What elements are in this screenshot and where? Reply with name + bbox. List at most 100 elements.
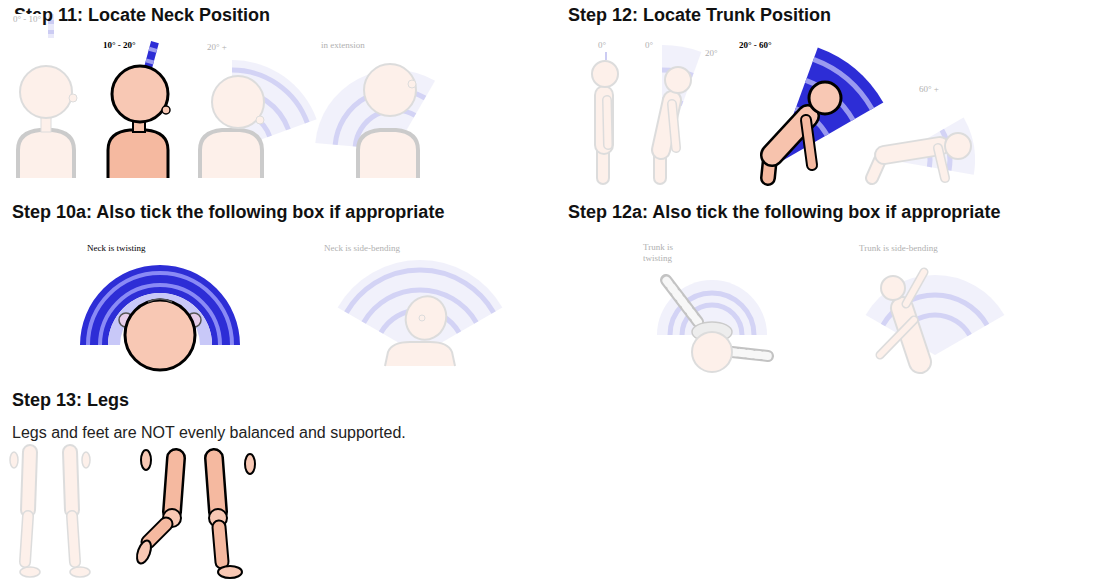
neck-20-plus-figure-part [200, 130, 262, 178]
legs-balanced-figure-part [28, 452, 30, 510]
legs-unbalanced-figure-part [219, 527, 222, 562]
trunk-twisting-figure-part [732, 352, 768, 356]
legs-balanced-figure-part [70, 452, 72, 510]
neck-extension-figure-part [408, 80, 416, 88]
step-heading: Step 13: Legs [12, 390, 129, 412]
neck-side-bending-figure-part [338, 260, 503, 355]
neck-0-10-figure-part [18, 130, 74, 178]
trunk-side-bending-figure [866, 272, 1005, 362]
trunk-side-bending-figure-part [906, 272, 924, 304]
trunk-twisting-figure-part [692, 332, 732, 372]
legs-balanced-figure-part [25, 516, 28, 562]
trunk-20-60-figure-part [809, 82, 841, 114]
trunk-0-figure-part [592, 61, 618, 87]
legs-unbalanced-figure-part [245, 454, 255, 474]
angle-label: 20° [704, 48, 719, 59]
trunk-0-20-figure [660, 45, 701, 178]
option-label: Neck is twisting [86, 243, 147, 254]
neck-20-plus-figure-part [212, 76, 264, 128]
neck-10-20-figure-part-part [148, 47, 157, 53]
legs-unbalanced-figure-part [218, 566, 242, 578]
trunk-twisting-figure-part [732, 352, 768, 356]
trunk-0-figure-part [607, 100, 608, 145]
legs-unbalanced-figure-part [172, 458, 176, 512]
trunk-twisting-figure [657, 280, 768, 372]
legs-balanced-figure-part [72, 516, 75, 562]
legs-balanced-figure-part [72, 516, 75, 562]
option-label: Trunk is side-bending [858, 243, 939, 254]
neck-twisting-figure-part [148, 299, 172, 302]
neck-20-plus-figure [200, 60, 317, 178]
trunk-60-plus-figure [872, 118, 975, 179]
trunk-side-bending-figure-part [881, 276, 905, 300]
neck-20-plus-figure-part [256, 116, 264, 124]
legs-unbalanced-figure-part [172, 458, 176, 512]
step-heading: Step 10a: Also tick the following box if… [12, 202, 444, 224]
angle-label: 60° + [918, 84, 940, 95]
legs-unbalanced-figure-part [214, 458, 218, 512]
legs-balanced-figure-part [25, 516, 28, 562]
angle-label: 10° - 20° [102, 40, 137, 51]
angle-label: 20° - 60° [738, 40, 773, 51]
step-heading: Step 12a: Also tick the following box if… [568, 202, 1000, 224]
neck-10-20-figure-part [162, 106, 170, 114]
neck-extension-figure-part [358, 130, 418, 178]
neck-10-20-figure-part-part [145, 58, 154, 64]
trunk-0-figure-part [607, 100, 608, 145]
trunk-60-plus-figure-part [884, 146, 940, 155]
trunk-twisting-figure-part [666, 280, 698, 322]
trunk-60-plus-figure-part [945, 133, 971, 159]
trunk-0-20-figure-part [672, 104, 676, 148]
neck-0-10-figure-part [69, 94, 77, 102]
legs-balanced-figure-part [28, 452, 30, 510]
legs-unbalanced-figure-part [214, 458, 218, 512]
neck-10-20-figure-part [108, 130, 168, 178]
angle-label: 0° - 10° [12, 14, 42, 25]
legs-balanced-figure-part [70, 452, 72, 510]
neck-extension-figure [315, 64, 435, 178]
legs-balanced-figure-part [10, 452, 18, 468]
neck-twisting-figure [80, 265, 240, 370]
angle-label: in extension [320, 40, 366, 51]
trunk-0-20-figure-part [662, 45, 701, 160]
trunk-60-plus-figure-part [938, 148, 945, 178]
neck-0-10-figure [18, 14, 77, 178]
trunk-0-20-figure-part [672, 104, 676, 148]
legs-unbalanced-figure [134, 450, 255, 578]
trunk-side-bending-figure-part [880, 320, 914, 355]
legs-unbalanced-figure-part [219, 527, 222, 562]
legs-unbalanced-figure-part [148, 524, 166, 542]
neck-twisting-figure-part [125, 300, 195, 370]
trunk-side-bending-figure-part [866, 275, 1005, 355]
trunk-20-60-figure [768, 48, 883, 179]
neck-side-bending-figure-part [419, 315, 425, 321]
trunk-20-60-figure-part [806, 120, 812, 165]
option-label: Trunk is twisting [642, 242, 680, 264]
neck-0-10-figure-part [20, 66, 72, 118]
angle-label: 0° [597, 40, 607, 51]
trunk-0-figure-part [605, 52, 607, 60]
trunk-twisting-figure-part [666, 280, 698, 322]
trunk-side-bending-figure-part [906, 272, 924, 304]
neck-10-20-figure [108, 41, 170, 178]
legs-balanced-figure-part [70, 567, 90, 577]
instruction-text: Legs and feet are NOT evenly balanced an… [12, 423, 406, 442]
legs-balanced-figure-part [20, 567, 40, 577]
trunk-0-figure [592, 52, 618, 178]
legs-unbalanced-figure-part [141, 450, 151, 470]
step-heading: Step 12: Locate Trunk Position [568, 5, 831, 27]
trunk-0-figure-part [596, 95, 612, 145]
trunk-0-figure-part [594, 95, 614, 145]
trunk-side-bending-figure-part [880, 320, 914, 355]
trunk-60-plus-figure-part [938, 148, 945, 178]
legs-balanced-figure-part [82, 452, 90, 468]
trunk-0-20-figure-part [665, 67, 691, 93]
neck-side-bending-figure-part [400, 290, 453, 345]
neck-extension-figure-part [364, 64, 416, 116]
step-heading: Step 11: Locate Neck Position [14, 5, 270, 27]
angle-label: 20° + [206, 42, 228, 53]
option-label: Neck is side-bending [323, 243, 401, 254]
legs-balanced-figure [10, 452, 90, 577]
legs-unbalanced-figure-part [148, 524, 166, 542]
neck-0-10-figure-part [48, 30, 54, 34]
